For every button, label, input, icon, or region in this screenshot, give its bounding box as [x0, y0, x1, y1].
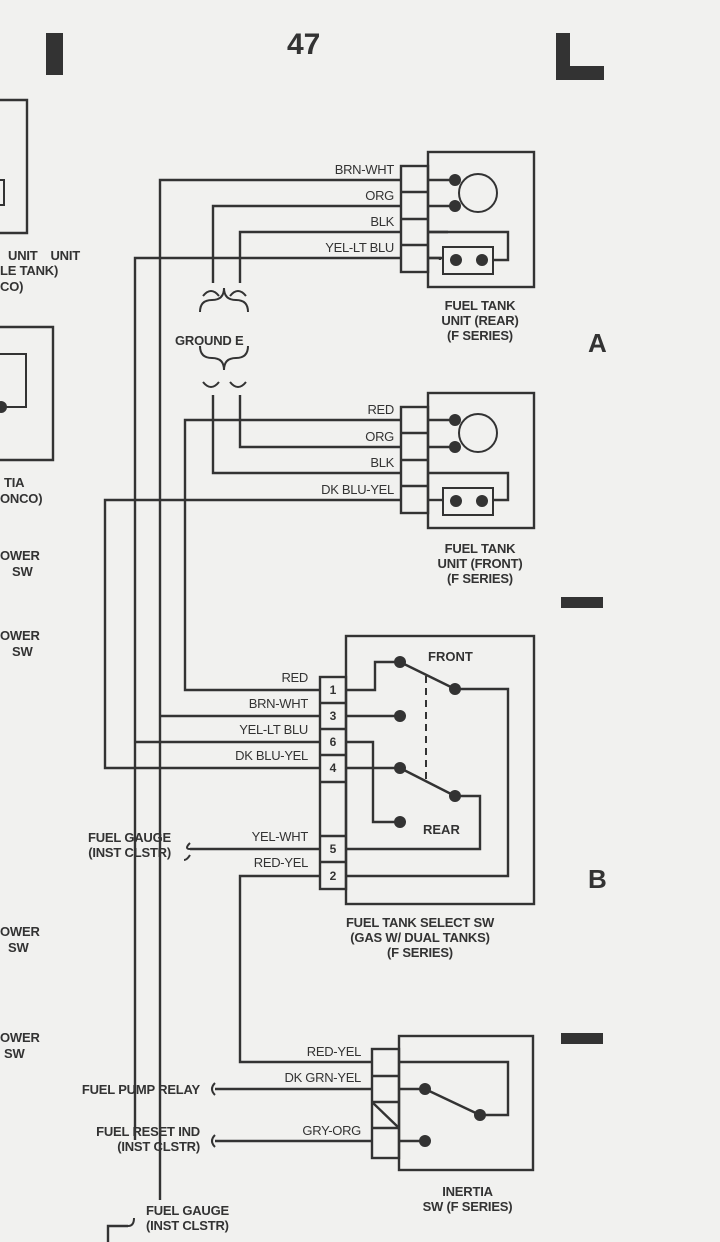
pin-3: 3 [329, 709, 337, 723]
inertia-switch-box [397, 1034, 535, 1172]
select-switch-title: FUEL TANK SELECT SW (GAS W/ DUAL TANKS) … [345, 915, 495, 960]
left-unit-label: UNIT [50, 248, 80, 263]
grid-tick-1 [561, 597, 603, 608]
power-sw-label-2b: SW [12, 644, 33, 659]
select-wire-red-yel: RED-YEL [253, 855, 309, 870]
fuel-gauge-ref[interactable]: FUEL GAUGE (INST CLSTR) [88, 830, 171, 860]
power-sw-label-3a: OWER [0, 924, 40, 939]
front-wire-dk-blu-yel: DK BLU-YEL [321, 482, 394, 497]
power-sw-label-1b: SW [12, 564, 33, 579]
front-position-label: FRONT [428, 649, 473, 664]
inertia-wire-dk-grn-yel: DK GRN-YEL [284, 1070, 362, 1085]
inertia-wire-gry-org: GRY-ORG [302, 1123, 361, 1138]
grid-letter-b: B [588, 864, 607, 894]
left-inertia-label-2: ONCO) [0, 491, 43, 506]
front-wire-org: ORG [365, 429, 394, 444]
grid-tick-2 [561, 1033, 603, 1044]
pin-4: 4 [329, 761, 337, 775]
page-number: 47 [287, 28, 321, 61]
power-sw-label-4a: OWER [0, 1030, 40, 1045]
rear-wire-org: ORG [365, 188, 394, 203]
front-gauge-sender-icon [458, 413, 498, 453]
pin-2: 2 [329, 869, 337, 883]
power-sw-label-3b: SW [8, 940, 29, 955]
crop-mark-corner-h [556, 66, 604, 80]
inertia-switch-title: INERTIA SW (F SERIES) [422, 1184, 513, 1214]
rear-wire-blk: BLK [370, 214, 394, 229]
bottom-fuel-gauge-ref[interactable]: FUEL GAUGE (INST CLSTR) [146, 1203, 229, 1233]
select-wire-yel-wht: YEL-WHT [251, 829, 309, 844]
front-wire-red: RED [367, 402, 394, 417]
left-inertia-box [0, 325, 55, 462]
crop-mark-left [46, 33, 63, 75]
front-unit-title: FUEL TANK UNIT (FRONT) (F SERIES) [437, 541, 523, 586]
power-sw-label-1a: OWER [0, 548, 40, 563]
grid-letter-a: A [588, 328, 607, 358]
front-wire-blk: BLK [370, 455, 394, 470]
rear-gauge-sender-icon [458, 173, 498, 213]
select-wire-dk-blu-yel: DK BLU-YEL [235, 748, 308, 763]
rear-position-label: REAR [423, 822, 460, 837]
fuel-pump-relay-ref[interactable]: FUEL PUMP RELAY [81, 1082, 200, 1097]
power-sw-label-2a: OWER [0, 628, 40, 643]
fuel-reset-ind-ref[interactable]: FUEL RESET IND (INST CLSTR) [96, 1124, 200, 1154]
select-wire-yel-lt-blu: YEL-LT BLU [239, 722, 308, 737]
rear-wire-yel-lt-blu: YEL-LT BLU [325, 240, 394, 255]
select-wire-brn-wht: BRN-WHT [248, 696, 309, 711]
left-unit-label-3: CO) [0, 279, 24, 294]
left-unit-box [0, 98, 29, 235]
pin-1: 1 [329, 683, 337, 697]
rear-unit-title: FUEL TANK UNIT (REAR) (F SERIES) [441, 298, 519, 343]
left-unit-label-2: LE TANK) [0, 263, 59, 278]
left-unit-label-1: UNIT [8, 248, 38, 263]
select-wire-red: RED [281, 670, 308, 685]
inertia-wire-red-yel: RED-YEL [306, 1044, 362, 1059]
pin-6: 6 [329, 735, 337, 749]
ground-label: GROUND E [175, 333, 244, 348]
power-sw-label-4b: SW [4, 1046, 25, 1061]
pin-5: 5 [329, 842, 337, 856]
rear-wire-brn-wht: BRN-WHT [334, 162, 395, 177]
left-inertia-label-1: TIA [4, 475, 25, 490]
